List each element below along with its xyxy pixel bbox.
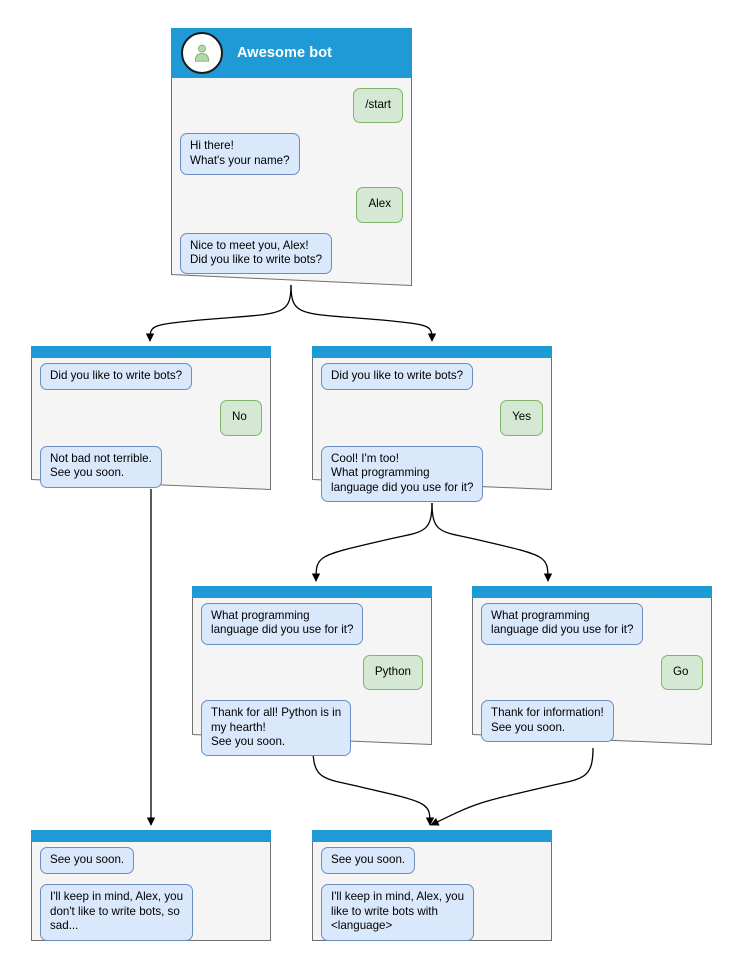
message-row: See you soon. xyxy=(321,847,543,875)
bot-message-bubble[interactable]: Thank for information! See you soon. xyxy=(481,700,614,743)
bot-message-bubble[interactable]: Nice to meet you, Alex! Did you like to … xyxy=(180,232,333,275)
node-header-bar xyxy=(312,830,552,842)
bot-message-bubble[interactable]: I'll keep in mind, Alex, you like to wri… xyxy=(321,884,475,941)
node-header-bar xyxy=(31,346,271,358)
edge-yes-to-go xyxy=(431,502,553,582)
message-row: Did you like to write bots? xyxy=(321,363,543,391)
bot-message-bubble[interactable]: What programming language did you use fo… xyxy=(481,603,644,645)
chat-node-root[interactable]: Awesome bot /start Hi there! What's your… xyxy=(171,28,412,286)
chat-node-end-happy[interactable]: See you soon. I'll keep in mind, Alex, y… xyxy=(312,830,552,941)
node-header-root: Awesome bot xyxy=(171,28,412,78)
user-message-bubble[interactable]: Go xyxy=(661,654,703,691)
message-row: Yes xyxy=(321,400,543,436)
bot-message-bubble[interactable]: What programming language did you use fo… xyxy=(201,603,364,645)
message-row: What programming language did you use fo… xyxy=(481,603,703,645)
user-message-bubble[interactable]: /start xyxy=(353,88,403,124)
user-message-bubble[interactable]: No xyxy=(220,400,262,436)
bot-message-bubble[interactable]: Did you like to write bots? xyxy=(321,363,474,391)
message-list-go-branch: What programming language did you use fo… xyxy=(472,603,712,752)
bot-message-bubble[interactable]: Thank for all! Python is in my hearth! S… xyxy=(201,700,352,757)
message-list-end-sad: See you soon. I'll keep in mind, Alex, y… xyxy=(31,847,271,951)
bot-title: Awesome bot xyxy=(237,45,333,61)
message-list-no-branch: Did you like to write bots? No Not bad n… xyxy=(31,363,271,498)
bot-message-bubble[interactable]: Hi there! What's your name? xyxy=(180,133,300,176)
message-row: See you soon. xyxy=(40,847,262,875)
node-header-bar xyxy=(192,586,432,598)
message-row: Go xyxy=(481,654,703,691)
user-message-bubble[interactable]: Yes xyxy=(500,400,543,436)
message-list-root: /start Hi there! What's your name? Alex … xyxy=(171,88,412,284)
bot-message-bubble[interactable]: Cool! I'm too! What programming language… xyxy=(321,445,484,503)
message-row: I'll keep in mind, Alex, you like to wri… xyxy=(321,884,543,941)
node-header-bar xyxy=(312,346,552,358)
message-row: Thank for information! See you soon. xyxy=(481,700,703,743)
edge-yes-to-python xyxy=(311,502,433,582)
chat-node-python-branch[interactable]: What programming language did you use fo… xyxy=(192,586,432,757)
message-row: Nice to meet you, Alex! Did you like to … xyxy=(180,232,403,275)
message-list-yes-branch: Did you like to write bots? Yes Cool! I'… xyxy=(312,363,552,512)
chat-node-end-sad[interactable]: See you soon. I'll keep in mind, Alex, y… xyxy=(31,830,271,941)
chat-node-yes-branch[interactable]: Did you like to write bots? Yes Cool! I'… xyxy=(312,346,552,503)
message-row: No xyxy=(40,400,262,436)
bot-message-bubble[interactable]: See you soon. xyxy=(321,847,416,875)
bot-message-bubble[interactable]: See you soon. xyxy=(40,847,135,875)
bot-message-bubble[interactable]: Not bad not terrible. See you soon. xyxy=(40,445,162,488)
person-avatar-icon xyxy=(181,32,223,74)
bot-message-bubble[interactable]: Did you like to write bots? xyxy=(40,363,193,391)
message-row: Hi there! What's your name? xyxy=(180,133,403,176)
message-row: What programming language did you use fo… xyxy=(201,603,423,645)
user-message-bubble[interactable]: Alex xyxy=(356,187,403,223)
edge-root-to-yes xyxy=(290,284,437,342)
bot-message-bubble[interactable]: I'll keep in mind, Alex, you don't like … xyxy=(40,884,194,941)
user-message-bubble[interactable]: Python xyxy=(362,654,423,691)
message-row: Alex xyxy=(180,187,403,223)
chat-node-go-branch[interactable]: What programming language did you use fo… xyxy=(472,586,712,745)
node-header-bar xyxy=(472,586,712,598)
message-list-end-happy: See you soon. I'll keep in mind, Alex, y… xyxy=(312,847,552,951)
message-list-python-branch: What programming language did you use fo… xyxy=(192,603,432,766)
edge-go-to-end-happy xyxy=(430,747,594,826)
node-header-bar xyxy=(31,830,271,842)
edge-root-to-no xyxy=(145,284,292,342)
message-row: I'll keep in mind, Alex, you don't like … xyxy=(40,884,262,941)
message-row: /start xyxy=(180,88,403,124)
chat-node-no-branch[interactable]: Did you like to write bots? No Not bad n… xyxy=(31,346,271,490)
message-row: Not bad not terrible. See you soon. xyxy=(40,445,262,488)
message-row: Cool! I'm too! What programming language… xyxy=(321,445,543,503)
message-row: Did you like to write bots? xyxy=(40,363,262,391)
message-row: Python xyxy=(201,654,423,691)
message-row: Thank for all! Python is in my hearth! S… xyxy=(201,700,423,757)
